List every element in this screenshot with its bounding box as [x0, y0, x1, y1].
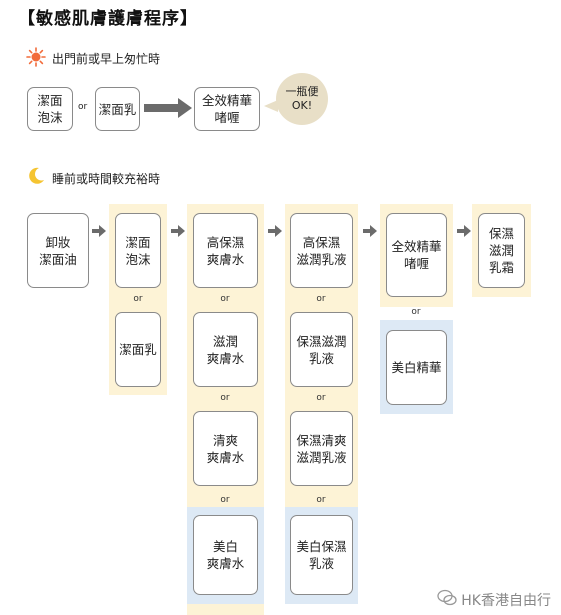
night-arrow-1 [92, 225, 106, 237]
whitening-serum-node: 美白精華 [386, 330, 447, 405]
speech-bubble: 一瓶便 OK! [276, 73, 328, 125]
page-title: 【敏感肌膚護膚程序】 [18, 9, 198, 29]
watermark-text: HK香港自由行 [461, 593, 551, 609]
morning-cleanser-foam-node: 潔面 泡沫 [27, 87, 73, 131]
moisture-refreshing-lotion-node: 保濕清爽 滋潤乳液 [290, 411, 353, 486]
or-label: or [316, 393, 326, 403]
or-label: or [411, 307, 421, 317]
morning-serum-node: 全效精華 啫喱 [194, 87, 260, 131]
bubble-text-line2: OK! [291, 99, 313, 112]
night-arrow-2 [171, 225, 185, 237]
wechat-icon [437, 589, 457, 611]
watermark: HK香港自由行 [437, 589, 551, 611]
nourishing-toner-node: 滋潤 爽膚水 [193, 312, 258, 387]
moisture-nourishing-lotion-node: 保濕滋潤 乳液 [290, 312, 353, 387]
or-label: or [316, 294, 326, 304]
or-label: or [220, 294, 230, 304]
morning-cleanser-milk-node: 潔面乳 [95, 87, 140, 131]
high-moisture-lotion-node: 高保濕 滋潤乳液 [290, 213, 353, 288]
or-label: or [78, 102, 88, 112]
night-arrow-3 [268, 225, 282, 237]
whitening-moisture-lotion-node: 美白保濕 乳液 [290, 515, 353, 595]
or-label: or [220, 393, 230, 403]
bubble-text-line1: 一瓶便 [285, 85, 319, 98]
refreshing-toner-node: 清爽 爽膚水 [193, 411, 258, 486]
night-serum-node: 全效精華 啫喱 [386, 213, 447, 297]
or-label: or [133, 294, 143, 304]
night-cleanser-foam-node: 潔面 泡沫 [115, 213, 161, 288]
night-arrow-5 [457, 225, 471, 237]
night-section-label: 睡前或時間較充裕時 [52, 172, 161, 186]
whitening-toner-node: 美白 爽膚水 [193, 515, 258, 595]
speech-bubble-tail [264, 100, 278, 112]
makeup-remover-node: 卸妝 潔面油 [27, 213, 89, 288]
morning-flow-arrow [144, 98, 192, 118]
moon-icon [26, 166, 46, 186]
toner-band-continuation [187, 604, 264, 615]
or-label: or [316, 495, 326, 505]
or-label: or [220, 495, 230, 505]
morning-section-label: 出門前或早上匆忙時 [52, 52, 161, 66]
night-arrow-4 [363, 225, 377, 237]
night-cleanser-milk-node: 潔面乳 [115, 312, 161, 387]
sun-icon [26, 47, 46, 67]
high-moisture-toner-node: 高保濕 爽膚水 [193, 213, 258, 288]
moisture-cream-node: 保濕 滋潤 乳霜 [478, 213, 525, 288]
